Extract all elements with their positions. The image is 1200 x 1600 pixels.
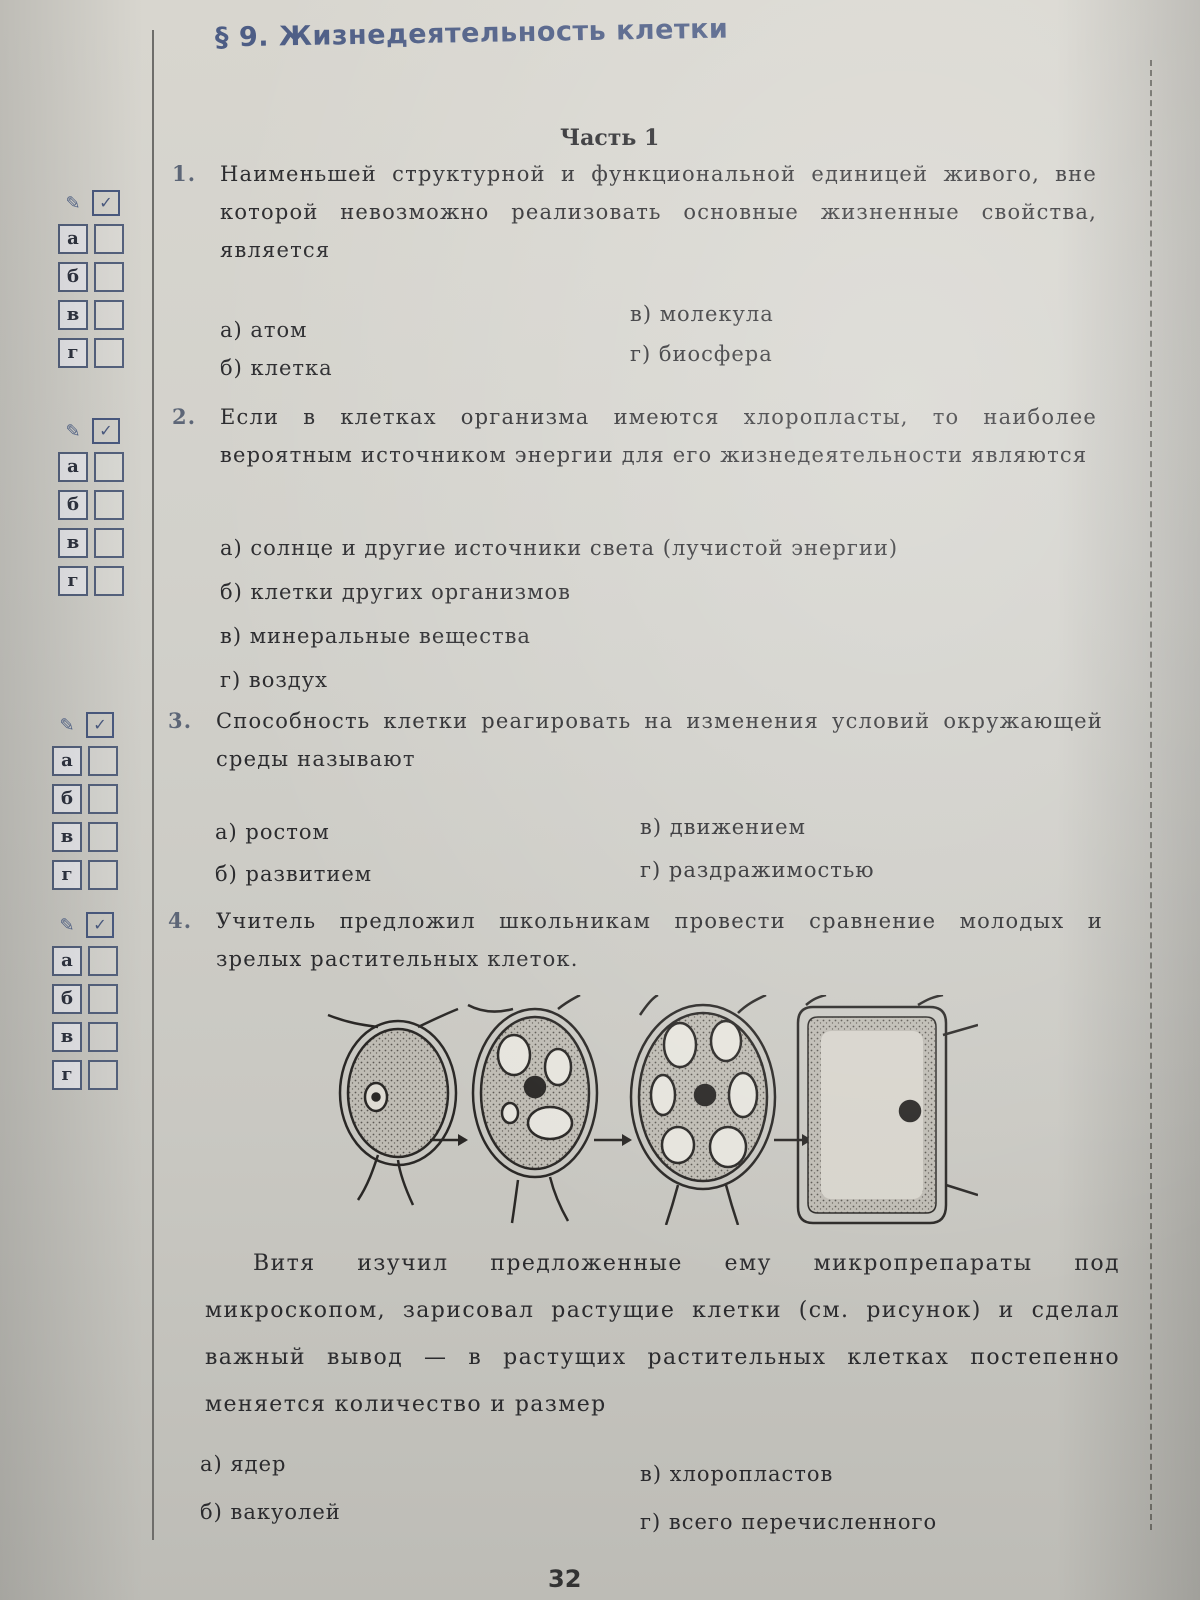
mature-cell — [796, 995, 978, 1225]
margin-rule — [152, 30, 154, 1540]
section-header: § 9. Жизнедеятельность клетки — [214, 13, 729, 54]
page-number: 32 — [548, 1565, 582, 1593]
answer-label-b: б — [52, 984, 82, 1014]
answer-box-b[interactable] — [88, 784, 118, 814]
check-icon: ✓ — [92, 190, 120, 216]
answer-label-g: г — [58, 566, 88, 596]
question-text: Способность клетки реагировать на измене… — [216, 709, 1103, 771]
option-b: б) клетка — [220, 356, 333, 380]
cut-line — [1150, 60, 1152, 1530]
question-number: 4. — [168, 908, 193, 933]
option-a: а) ядер — [200, 1452, 287, 1476]
option-a: а) солнце и другие источники света (лучи… — [220, 536, 899, 560]
pen-icon: ✎ — [59, 714, 75, 736]
answer-box-g[interactable] — [94, 338, 124, 368]
option-a: а) ростом — [215, 820, 330, 844]
answer-box-a[interactable] — [94, 452, 124, 482]
question-4: 4. Учитель предложил школьникам провести… — [168, 902, 1103, 978]
answer-box-v[interactable] — [94, 300, 124, 330]
question-number: 1. — [172, 161, 197, 186]
plant-cells-figure — [327, 995, 978, 1225]
answer-box-b[interactable] — [94, 490, 124, 520]
answer-boxes-q3: ✎ ✓ а б в г — [52, 712, 124, 898]
answer-box-v[interactable] — [94, 528, 124, 558]
question-text: Наименьшей структурной и функциональной … — [220, 162, 1097, 262]
arrow-3-head — [802, 1134, 812, 1146]
answer-boxes-q4: ✎ ✓ а б в г — [52, 912, 124, 1098]
answer-box-b[interactable] — [94, 262, 124, 292]
option-v: в) движением — [640, 815, 806, 839]
option-g: г) воздух — [220, 668, 328, 692]
answer-box-a[interactable] — [88, 746, 118, 776]
answer-label-b: б — [52, 784, 82, 814]
pen-icon: ✎ — [65, 192, 81, 214]
option-b: б) клетки других организмов — [220, 580, 571, 604]
growing-cell — [467, 995, 599, 1224]
answer-box-b[interactable] — [88, 984, 118, 1014]
young-cell — [327, 1007, 459, 1206]
answer-box-g[interactable] — [88, 860, 118, 890]
answer-label-b: б — [58, 490, 88, 520]
answer-label-a: а — [52, 946, 82, 976]
question-3: 3. Способность клетки реагировать на изм… — [168, 702, 1103, 778]
check-icon: ✓ — [86, 912, 114, 938]
question-4-paragraph: Витя изучил предложенные ему микропрепар… — [205, 1251, 1120, 1417]
option-b: б) развитием — [215, 862, 373, 886]
answer-label-v: в — [52, 822, 82, 852]
vacuolated-cell — [629, 995, 777, 1225]
option-v: в) хлоропластов — [640, 1462, 834, 1486]
option-g: г) всего перечисленного — [640, 1510, 938, 1534]
pen-icon: ✎ — [65, 420, 81, 442]
answer-label-g: г — [52, 860, 82, 890]
answer-boxes-q2: ✎ ✓ а б в г — [58, 418, 130, 604]
check-icon: ✓ — [92, 418, 120, 444]
option-b: б) вакуолей — [200, 1500, 341, 1524]
answer-label-g: г — [52, 1060, 82, 1090]
answer-label-a: а — [52, 746, 82, 776]
option-a: а) атом — [220, 318, 308, 342]
check-icon: ✓ — [86, 712, 114, 738]
option-g: г) биосфера — [630, 342, 773, 366]
option-g: г) раздражимостью — [640, 858, 875, 882]
option-v: в) молекула — [630, 302, 774, 326]
answer-label-a: а — [58, 224, 88, 254]
arrow-1-head — [458, 1134, 468, 1146]
answer-box-v[interactable] — [88, 822, 118, 852]
question-number: 3. — [168, 708, 193, 733]
question-2: 2. Если в клетках организма имеются хлор… — [172, 398, 1097, 474]
question-1: 1. Наименьшей структурной и функциональн… — [172, 155, 1097, 269]
question-text: Учитель предложил школьникам провести ср… — [216, 909, 1103, 971]
answer-label-b: б — [58, 262, 88, 292]
answer-box-a[interactable] — [94, 224, 124, 254]
question-text: Если в клетках организма имеются хлоропл… — [220, 405, 1097, 467]
answer-label-a: а — [58, 452, 88, 482]
answer-label-v: в — [58, 300, 88, 330]
question-number: 2. — [172, 404, 197, 429]
answer-box-g[interactable] — [88, 1060, 118, 1090]
answer-label-v: в — [52, 1022, 82, 1052]
answer-box-g[interactable] — [94, 566, 124, 596]
answer-box-a[interactable] — [88, 946, 118, 976]
part-title: Часть 1 — [560, 125, 660, 151]
answer-box-v[interactable] — [88, 1022, 118, 1052]
answer-label-v: в — [58, 528, 88, 558]
arrow-2-head — [622, 1134, 632, 1146]
answer-boxes-q1: ✎ ✓ а б в г — [58, 190, 130, 376]
option-v: в) минеральные вещества — [220, 624, 531, 648]
answer-label-g: г — [58, 338, 88, 368]
pen-icon: ✎ — [59, 914, 75, 936]
